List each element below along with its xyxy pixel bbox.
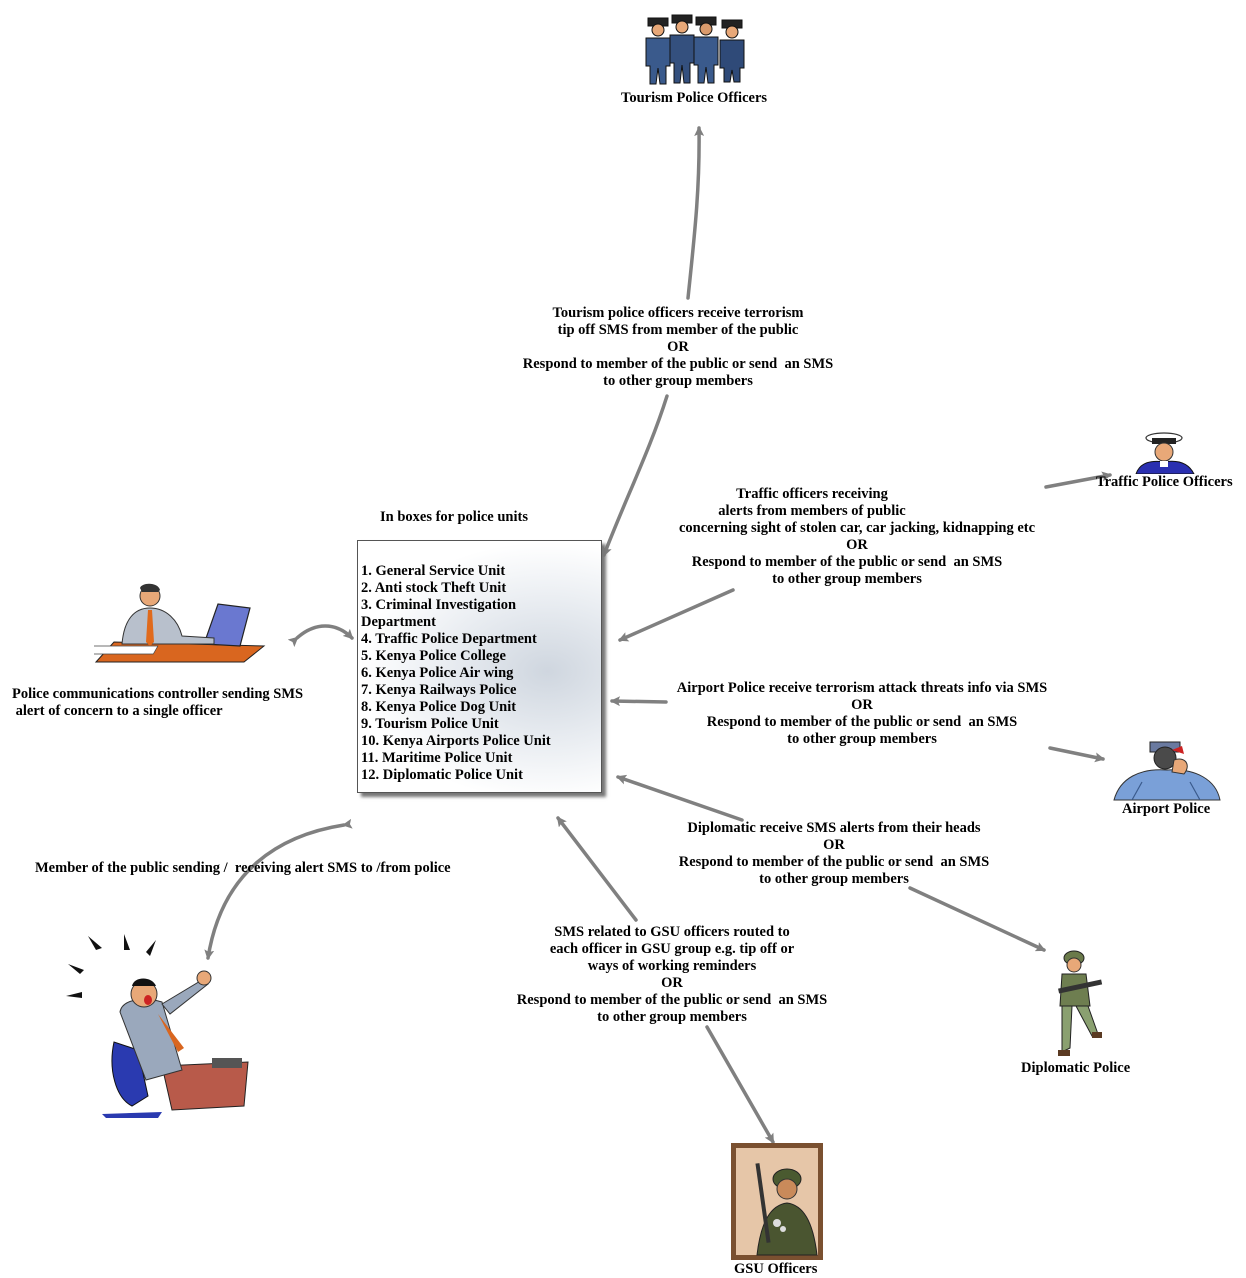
- edge-label-line: Respond to member of the public or send …: [678, 854, 990, 870]
- panic-stroke-2: [88, 936, 102, 950]
- controller-label-line: Police communications controller sending…: [12, 686, 304, 702]
- edge-label-line: tip off SMS from member of the public: [557, 322, 799, 338]
- unit-item: 10. Kenya Airports Police Unit: [361, 733, 551, 749]
- edge-label-line: Diplomatic receive SMS alerts from their…: [687, 820, 981, 836]
- edge-label-line: OR: [846, 537, 868, 553]
- edge-label-line: Tourism police officers receive terroris…: [552, 305, 804, 321]
- edge-label-line: Traffic officers receiving: [736, 486, 888, 502]
- tourism-edge-label: Tourism police officers receive terroris…: [508, 305, 848, 390]
- panicked-person-icon: [66, 934, 249, 1118]
- traffic-node-label: Traffic Police Officers: [1096, 474, 1233, 490]
- unit-item: 5. Kenya Police College: [361, 648, 506, 664]
- edge-label-line: concerning sight of stolen car, car jack…: [678, 520, 1036, 536]
- edge-label-line: to other group members: [597, 1009, 747, 1025]
- unit-item: 7. Kenya Railways Police: [361, 682, 517, 698]
- gsu-arrow-lower: [705, 1025, 775, 1144]
- edge-label-line: each officer in GSU group e.g. tip off o…: [549, 941, 795, 957]
- unit-item: 12. Diplomatic Police Unit: [361, 767, 523, 783]
- panic-stroke-4: [146, 940, 156, 956]
- airport-officer-icon: [1113, 741, 1221, 801]
- panic-stroke-1: [68, 964, 84, 974]
- unit-item: 2. Anti stock Theft Unit: [361, 580, 507, 596]
- unit-item: 11. Maritime Police Unit: [361, 750, 513, 766]
- edge-label-line: to other group members: [603, 373, 753, 389]
- office-worker-icon: [94, 583, 266, 663]
- diplomatic-arrow-lower: [908, 886, 1046, 952]
- unit-item: 4. Traffic Police Department: [361, 631, 537, 647]
- tourism-node-label: Tourism Police Officers: [621, 90, 768, 106]
- edge-label-line: Respond to member of the public or send …: [691, 554, 1003, 570]
- unit-item: 9. Tourism Police Unit: [361, 716, 499, 732]
- edge-label-line: Respond to member of the public or send …: [516, 992, 828, 1008]
- public-node-label: Member of the public sending / receiving…: [35, 860, 451, 876]
- soldier-portrait-icon: [731, 1143, 823, 1260]
- unit-item: 8. Kenya Police Dog Unit: [361, 699, 517, 715]
- edge-label-line: alerts from members of public: [718, 503, 906, 519]
- controller-label-line: alert of concern to a single officer: [12, 703, 223, 719]
- edge-label-line: to other group members: [772, 571, 922, 587]
- edge-label-line: OR: [823, 837, 845, 853]
- controller-node-label: Police communications controller sending…: [12, 686, 303, 720]
- public-arrow: [204, 818, 353, 960]
- gsu-edge-label: SMS related to GSU officers routed to ea…: [502, 924, 842, 1026]
- edge-label-line: Respond to member of the public or send …: [522, 356, 834, 372]
- units-heading: In boxes for police units: [380, 509, 528, 525]
- diplomatic-edge-label: Diplomatic receive SMS alerts from their…: [664, 820, 1004, 888]
- airport-edge-label: Airport Police receive terrorism attack …: [664, 680, 1060, 748]
- edge-label-line: Respond to member of the public or send …: [706, 714, 1018, 730]
- traffic-arrow-upper: [1044, 471, 1112, 489]
- unit-item: 6. Kenya Police Air wing: [361, 665, 514, 681]
- edge-label-line: ways of working reminders: [587, 958, 757, 974]
- traffic-edge-label: Traffic officers receiving alerts from m…: [662, 486, 1052, 588]
- officer-figure-4: [719, 19, 745, 83]
- edge-label-line: to other group members: [759, 871, 909, 887]
- panic-stroke-3: [124, 934, 130, 950]
- diplomatic-arrow-upper: [616, 774, 744, 822]
- police-group-icon: [645, 14, 745, 85]
- officer-figure-1: [645, 17, 671, 85]
- controller-arrow: [287, 624, 354, 648]
- airport-arrow-right: [1048, 746, 1105, 763]
- traffic-officer-icon: [1135, 432, 1195, 474]
- officer-figure-3: [693, 16, 719, 84]
- units-inbox-box: 1. General Service Unit 2. Anti stock Th…: [357, 540, 602, 793]
- unit-item: 3. Criminal Investigation Department: [361, 597, 517, 630]
- airport-node-label: Airport Police: [1122, 801, 1211, 817]
- edge-label-line: Airport Police receive terrorism attack …: [676, 680, 1048, 696]
- officer-figure-2: [669, 14, 695, 84]
- edge-label-line: OR: [667, 339, 689, 355]
- gsu-arrow-upper: [556, 816, 638, 922]
- unit-item: 1. General Service Unit: [361, 563, 506, 579]
- edge-label-line: OR: [851, 697, 873, 713]
- airport-arrow-left: [610, 696, 668, 707]
- traffic-arrow-lower: [618, 588, 735, 642]
- panic-stroke-5: [66, 992, 82, 998]
- edge-label-line: SMS related to GSU officers routed to: [554, 924, 790, 940]
- tourism-arrow-lower: [602, 394, 669, 557]
- tourism-arrow-upper: [686, 126, 705, 300]
- soldier-icon: [1058, 950, 1103, 1056]
- edge-label-line: to other group members: [787, 731, 937, 747]
- edge-label-line: OR: [661, 975, 683, 991]
- diplomatic-node-label: Diplomatic Police: [1021, 1060, 1131, 1076]
- gsu-node-label: GSU Officers: [734, 1261, 818, 1277]
